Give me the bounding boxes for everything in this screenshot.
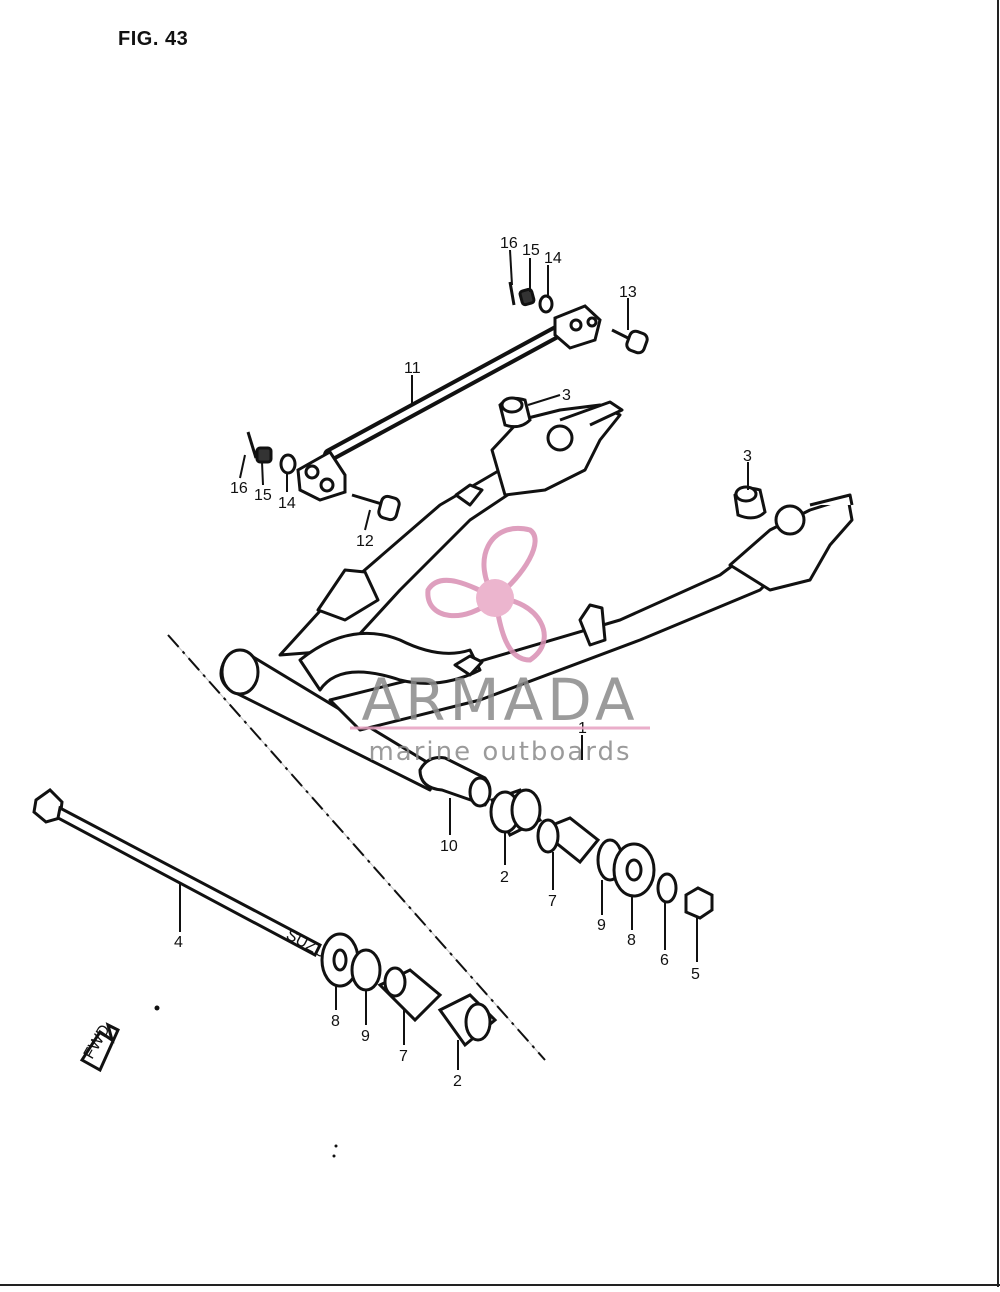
pivot-centerline-ref bbox=[167, 634, 546, 1061]
bolt-13 bbox=[611, 328, 649, 355]
figure-title: FIG. 43 bbox=[118, 28, 189, 50]
callout-2-left: 2 bbox=[453, 1073, 462, 1090]
pivot-centerline bbox=[167, 634, 546, 1061]
speck bbox=[332, 1154, 336, 1158]
leader-lines bbox=[179, 249, 749, 1070]
callout-7-left: 7 bbox=[399, 1048, 408, 1065]
callout-3-lower: 3 bbox=[743, 448, 752, 465]
pivot-axle: SUZUKI bbox=[32, 788, 343, 969]
watermark-tagline: marine outboards bbox=[368, 737, 631, 767]
callout-3-upper: 3 bbox=[562, 387, 571, 404]
pivot-stack-right bbox=[489, 788, 714, 920]
propeller-logo bbox=[425, 526, 547, 663]
callout-10: 10 bbox=[440, 838, 458, 855]
pivot-stack-left bbox=[320, 932, 498, 1048]
bushing-3-lower bbox=[733, 485, 767, 520]
speck bbox=[334, 1144, 338, 1148]
bolt-12 bbox=[351, 493, 401, 522]
callout-12: 12 bbox=[356, 533, 374, 550]
callout-6: 6 bbox=[660, 952, 669, 969]
callout-16-left: 16 bbox=[230, 480, 248, 497]
callout-9-right: 9 bbox=[597, 917, 606, 934]
speck bbox=[154, 1005, 160, 1011]
callout-14-left: 14 bbox=[278, 495, 296, 512]
callout-7-right: 7 bbox=[548, 893, 557, 910]
upper-fasteners bbox=[246, 281, 554, 475]
callout-11: 11 bbox=[404, 360, 421, 377]
callout-2-right: 2 bbox=[500, 869, 509, 886]
torque-rod bbox=[296, 304, 602, 502]
watermark-brand: ARMADA bbox=[361, 666, 638, 734]
callout-5: 5 bbox=[691, 966, 700, 983]
callout-16-top: 16 bbox=[500, 235, 518, 252]
callout-15-left: 15 bbox=[254, 487, 272, 504]
bushing-3-upper bbox=[498, 396, 532, 429]
callout-13: 13 bbox=[619, 284, 637, 301]
callout-4: 4 bbox=[174, 934, 183, 951]
swingarm bbox=[219, 400, 854, 808]
callout-14-top: 14 bbox=[544, 250, 562, 267]
callout-15-top: 15 bbox=[522, 242, 540, 259]
watermark: ARMADA marine outboards bbox=[350, 526, 650, 767]
callout-8-left: 8 bbox=[331, 1013, 340, 1030]
callout-8-right: 8 bbox=[627, 932, 636, 949]
callout-9-left: 9 bbox=[361, 1028, 370, 1045]
forward-arrow: FWD bbox=[79, 1022, 120, 1073]
